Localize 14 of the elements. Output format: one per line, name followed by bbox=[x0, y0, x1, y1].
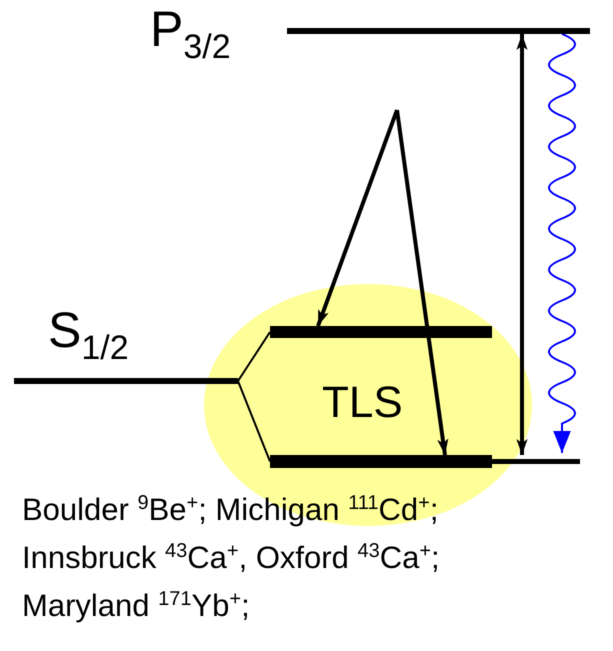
energy-level-label: S$_{1/2}$ bbox=[48, 305, 129, 365]
connector-line bbox=[237, 380, 271, 462]
connector-line bbox=[237, 331, 271, 382]
arrow bbox=[395, 110, 448, 456]
energy-level-bar bbox=[270, 455, 580, 468]
note-text: Boulder $^{9}$Be$^{+}$; Michigan $^{111}$Cd$^{+}$; bbox=[22, 493, 438, 525]
arrow bbox=[516, 34, 528, 455]
ellipse-label: TLS bbox=[322, 381, 403, 425]
note-text: Maryland $^{171}$Yb$^{+}$; bbox=[22, 589, 250, 621]
arrow bbox=[316, 109, 399, 327]
energy-level-label: P$_{3/2}$ bbox=[150, 4, 231, 64]
energy-level-bar bbox=[270, 326, 492, 338]
wavy-arrow bbox=[548, 33, 576, 453]
note-text: Innsbruck $^{43}$Ca$^{+}$, Oxford $^{43}$Ca$^{+}$; bbox=[22, 541, 440, 573]
